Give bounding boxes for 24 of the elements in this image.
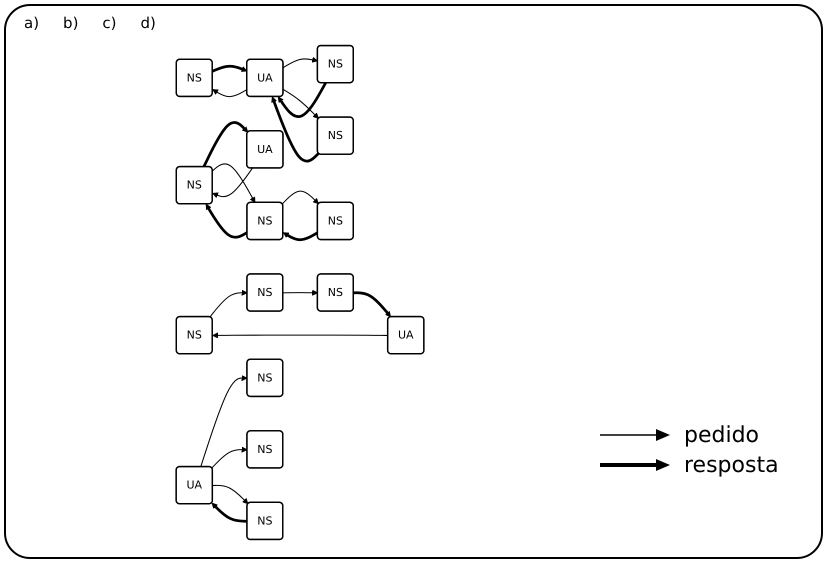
arrow <box>282 190 319 204</box>
legend-label: resposta <box>684 452 779 478</box>
arrow <box>200 375 248 468</box>
arrow <box>212 89 248 98</box>
arrow <box>278 82 327 118</box>
arrow <box>283 89 319 119</box>
arrow <box>206 204 248 239</box>
arrow <box>212 484 248 504</box>
arrow <box>354 291 392 318</box>
legend-label: pedido <box>684 422 760 448</box>
arrow <box>212 332 388 338</box>
panel-label: b) <box>63 14 78 32</box>
panel-label: a) <box>24 14 40 32</box>
arrow <box>211 446 248 468</box>
panel-label: d) <box>140 14 156 32</box>
arrow <box>283 56 318 68</box>
arrow <box>202 121 248 168</box>
arrow <box>212 64 248 72</box>
arrow <box>271 96 320 162</box>
arrow <box>283 290 318 296</box>
arrow <box>282 231 318 242</box>
arrow <box>209 290 248 318</box>
arrow <box>212 502 248 523</box>
panel-label: c) <box>102 14 117 32</box>
